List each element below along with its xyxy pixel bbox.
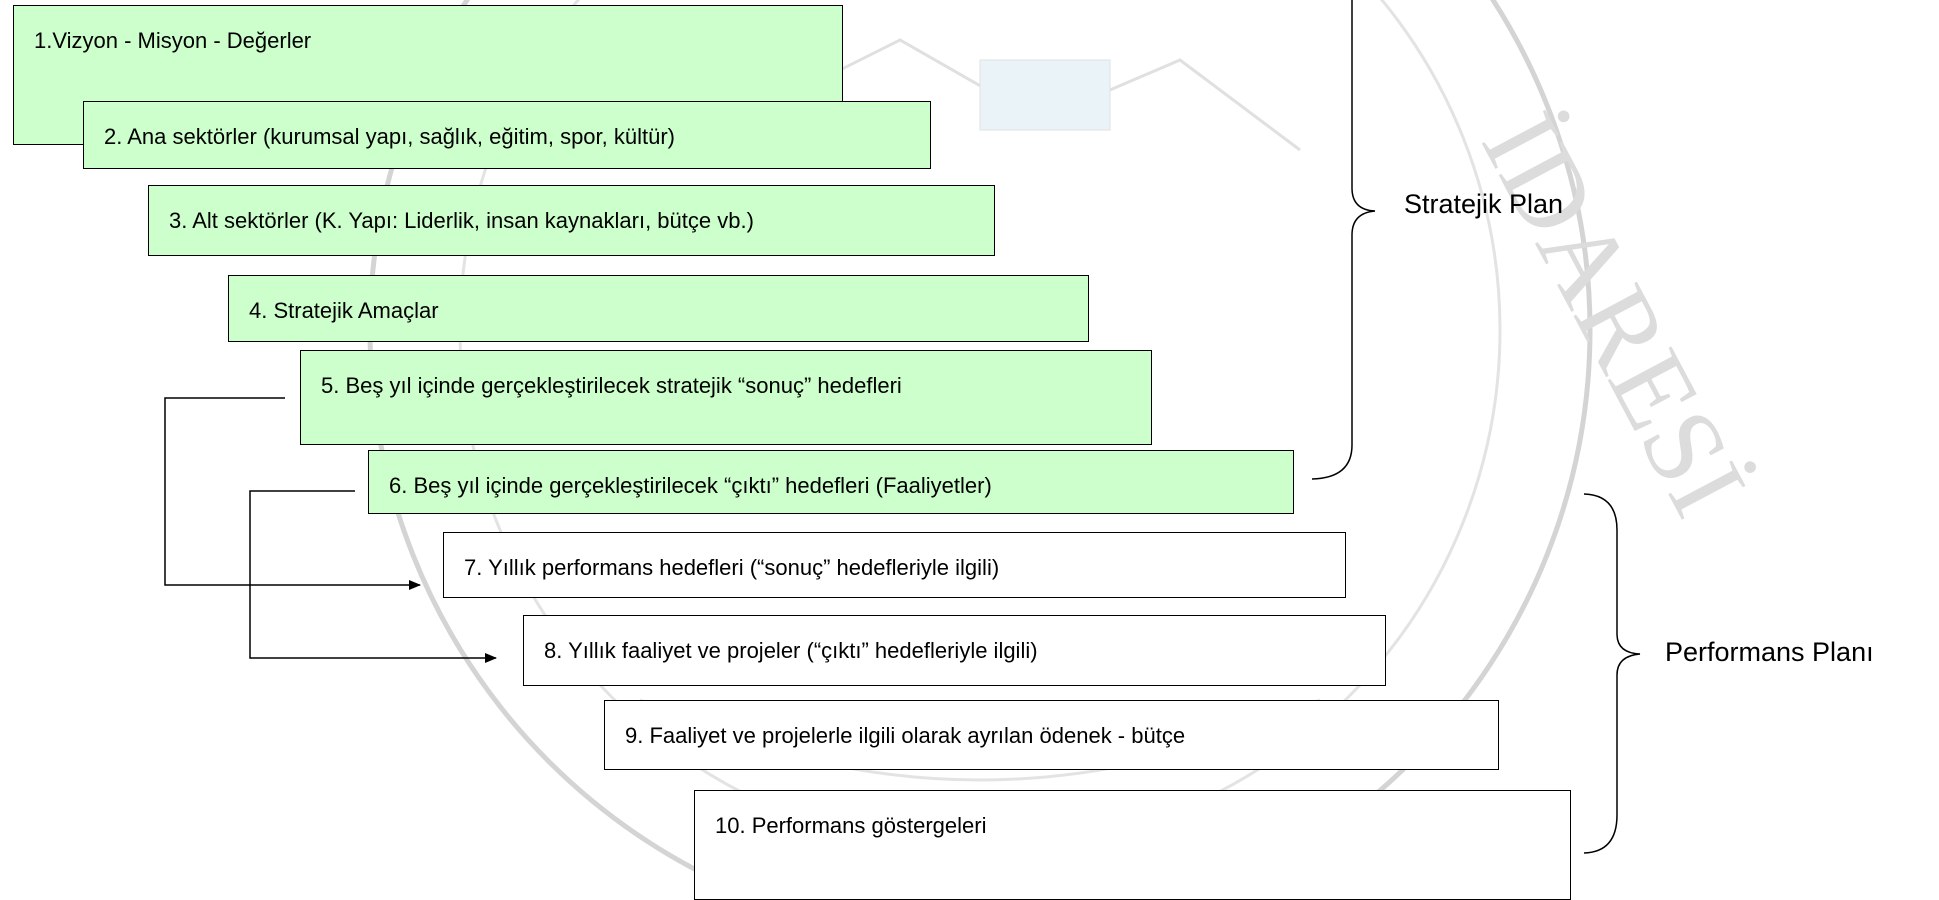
step-7-box: 7. Yıllık performans hedefleri (“sonuç” … — [443, 532, 1346, 598]
brace-strategic-plan — [1311, 0, 1376, 480]
performance-plan-label: Performans Planı — [1665, 637, 1874, 667]
brace-performance-plan — [1583, 493, 1641, 854]
strategic-plan-label: Stratejik Plan — [1404, 189, 1564, 219]
step-9-box: 9. Faaliyet ve projelerle ilgili olarak … — [604, 700, 1499, 770]
arrow-6-to-8 — [249, 490, 497, 663]
step-3-box: 3. Alt sektörler (K. Yapı: Liderlik, ins… — [148, 185, 995, 256]
step-6-box: 6. Beş yıl içinde gerçekleştirilecek “çı… — [368, 450, 1294, 514]
step-8-box: 8. Yıllık faaliyet ve projeler (“çıktı” … — [523, 615, 1386, 686]
arrow-5-to-7 — [164, 397, 421, 590]
step-5-box: 5. Beş yıl içinde gerçekleştirilecek str… — [300, 350, 1152, 445]
step-2-box: 2. Ana sektörler (kurumsal yapı, sağlık,… — [83, 101, 931, 169]
step-4-box: 4. Stratejik Amaçlar — [228, 275, 1089, 342]
step-10-box: 10. Performans göstergeleri — [694, 790, 1571, 900]
